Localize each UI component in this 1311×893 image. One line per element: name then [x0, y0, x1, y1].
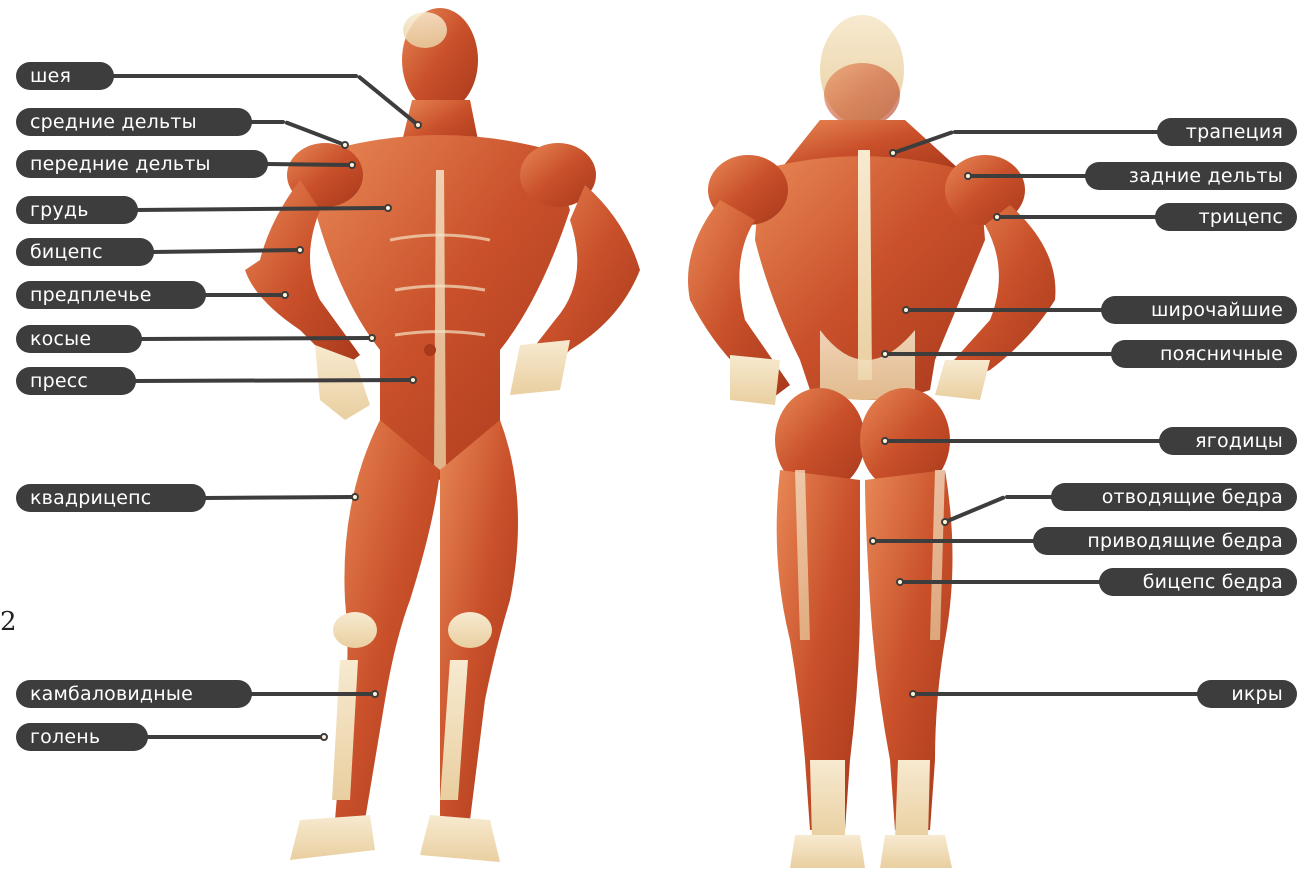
leader-line	[997, 215, 1159, 219]
leader-endpoint	[281, 291, 289, 299]
leader-endpoint	[384, 204, 392, 212]
leader-endpoint	[414, 121, 422, 129]
leader-endpoint	[351, 493, 359, 501]
label-neck: шея	[16, 62, 114, 90]
leader-endpoint	[320, 733, 328, 741]
label-mid-delts: средние дельты	[16, 108, 252, 136]
leader-endpoint	[909, 690, 917, 698]
leader-endpoint	[409, 376, 417, 384]
leader-endpoint	[964, 172, 972, 180]
page-number: 2	[0, 607, 17, 637]
label-rear-delts: задние дельты	[1085, 162, 1297, 190]
label-calves: икры	[1197, 680, 1297, 708]
leader-endpoint	[368, 334, 376, 342]
label-front-delts: передние дельты	[16, 150, 268, 178]
leader-line	[906, 308, 1105, 312]
label-lower-back: поясничные	[1111, 340, 1297, 368]
label-abs: пресс	[16, 367, 136, 395]
leader-line	[968, 174, 1089, 178]
leader-endpoint	[993, 213, 1001, 221]
label-obliques: косые	[16, 325, 142, 353]
leader-endpoint	[896, 578, 904, 586]
leader-endpoint	[869, 537, 877, 545]
leader-endpoint	[348, 161, 356, 169]
label-shin: голень	[16, 723, 148, 751]
label-chest: грудь	[16, 196, 138, 224]
leader-endpoint	[889, 149, 897, 157]
leader-line	[900, 580, 1103, 584]
label-traps: трапеция	[1157, 118, 1297, 146]
leader-endpoint	[296, 246, 304, 254]
leader-endpoint	[881, 437, 889, 445]
leader-line	[885, 352, 1115, 356]
leader-line	[248, 120, 285, 124]
leader-endpoint	[881, 350, 889, 358]
leader-line	[873, 539, 1037, 543]
label-triceps: трицепс	[1155, 203, 1297, 231]
leader-line	[248, 692, 375, 696]
leader-line	[1005, 495, 1055, 499]
leader-line	[885, 439, 1163, 443]
label-hamstrings: бицепс бедра	[1099, 568, 1297, 596]
leader-line	[953, 130, 1161, 134]
label-glutes: ягодицы	[1159, 427, 1297, 455]
label-soleus: камбаловидные	[16, 680, 252, 708]
label-forearm: предплечье	[16, 281, 206, 309]
label-adductors: приводящие бедра	[1033, 527, 1297, 555]
leader-line	[110, 74, 358, 78]
leader-line	[913, 692, 1201, 696]
label-abductors: отводящие бедра	[1051, 483, 1297, 511]
leader-line	[202, 293, 285, 297]
leader-endpoint	[371, 690, 379, 698]
label-quads: квадрицепс	[16, 484, 206, 512]
leader-line	[144, 735, 324, 739]
front-figure	[245, 8, 640, 862]
leader-endpoint	[902, 306, 910, 314]
leader-endpoint	[941, 518, 949, 526]
label-biceps: бицепс	[16, 238, 154, 266]
leader-endpoint	[341, 141, 349, 149]
label-lats: широчайшие	[1101, 296, 1297, 324]
